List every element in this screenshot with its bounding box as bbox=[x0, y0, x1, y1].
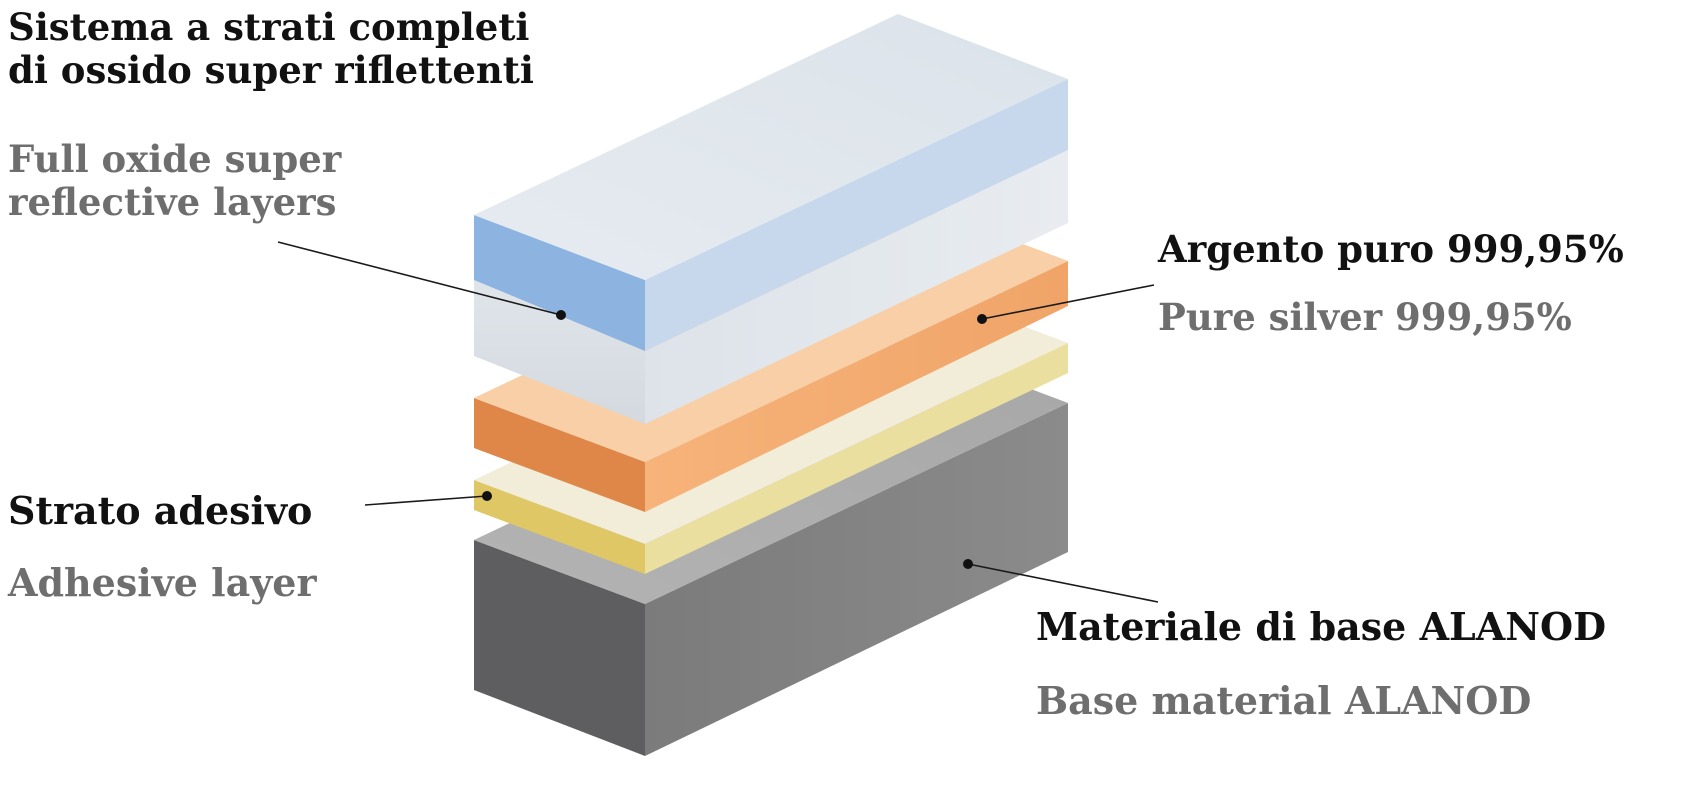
silver-leader-dot bbox=[977, 314, 987, 324]
adhesive-layer-front-face bbox=[474, 480, 645, 574]
base-layer-right-face bbox=[645, 403, 1068, 756]
oxide-layer-top-face bbox=[474, 14, 1068, 280]
oxide-layer-label-english: Full oxide super reflective layers bbox=[8, 137, 342, 224]
silver-layer-front-face bbox=[474, 398, 645, 512]
oxide-layer-front-face-lower bbox=[474, 280, 645, 424]
oxide-layer-right-face-lower bbox=[645, 150, 1068, 424]
silver-layer-label-italian: Argento puro 999,95% bbox=[1158, 227, 1624, 271]
base-layer-label-italian: Materiale di base ALANOD bbox=[1036, 604, 1607, 649]
base-leader-dot bbox=[963, 559, 973, 569]
oxide-layer-front-face-blue bbox=[474, 215, 645, 351]
adhesive-layer-label-english: Adhesive layer bbox=[8, 560, 317, 605]
adhesive-layer-right-face bbox=[645, 343, 1068, 574]
adhesive-leader-line bbox=[364, 495, 488, 506]
base-layer-front-face bbox=[474, 540, 645, 756]
oxide-layer-label-italian: Sistema a strati completi di ossido supe… bbox=[8, 5, 534, 92]
silver-leader-line bbox=[981, 284, 1155, 320]
silver-layer-right-face bbox=[645, 261, 1068, 512]
base-leader-line bbox=[967, 563, 1159, 603]
oxide-leader-dot bbox=[556, 310, 566, 320]
oxide-layer-right-face-blue bbox=[645, 79, 1068, 351]
oxide-leader-line bbox=[277, 241, 562, 316]
adhesive-leader-dot bbox=[482, 491, 492, 501]
silver-layer-label-english: Pure silver 999,95% bbox=[1158, 295, 1572, 339]
adhesive-layer-label-italian: Strato adesivo bbox=[8, 488, 313, 533]
base-layer-label-english: Base material ALANOD bbox=[1036, 678, 1532, 723]
oxide-layer bbox=[474, 14, 1068, 424]
